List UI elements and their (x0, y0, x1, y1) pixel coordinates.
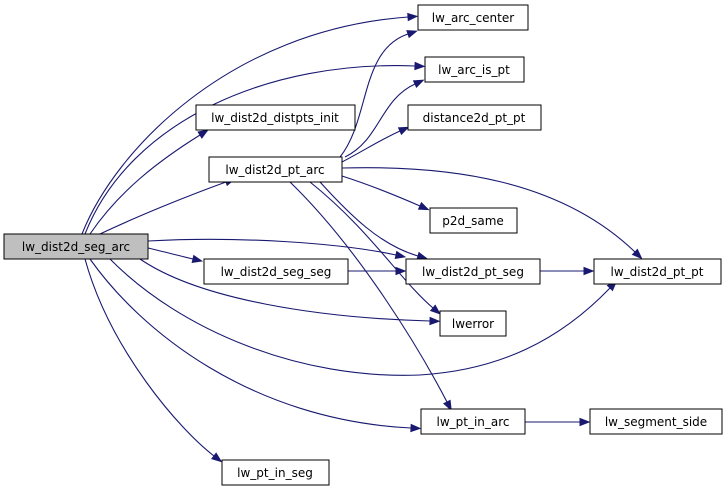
call-graph-nodes: lw_dist2d_seg_arc lw_arc_center lw_arc_i… (3, 4, 723, 486)
edge-seg-seg-to-pt-seg (347, 266, 407, 276)
arrowhead (407, 12, 419, 22)
edge-pt-arc-to-lwerror (309, 181, 441, 315)
edge-pt-seg-to-pt-pt (539, 266, 595, 276)
node-box (417, 4, 529, 31)
arrowhead (410, 423, 422, 433)
node-distance2d-pt-pt[interactable]: distance2d_pt_pt (407, 104, 542, 131)
arrowhead (395, 266, 407, 276)
edge-seg-arc-to-lwerror (139, 258, 441, 326)
edge-seg-arc-to-seg-seg (147, 247, 204, 264)
arrowhead (394, 250, 407, 260)
node-box (593, 258, 722, 285)
arrowhead (191, 254, 204, 264)
arrowhead (631, 248, 643, 260)
edge-pt-arc-to-pt-seg (319, 181, 428, 260)
node-label: lw_segment_side (605, 415, 707, 429)
edge-pt-arc-to-arc-center (339, 30, 418, 158)
arrowhead (414, 61, 426, 71)
arrowhead (429, 316, 441, 326)
node-lw-dist2d-distpts-init[interactable]: lw_dist2d_distpts_init (195, 104, 356, 131)
node-label: lw_dist2d_pt_seg (422, 265, 524, 279)
node-box (221, 459, 330, 486)
arrowhead (197, 129, 209, 139)
edge-seg-arc-to-pt-seg (147, 238, 407, 260)
edge-seg-arc-to-arc-center (81, 12, 419, 235)
arrowhead (397, 126, 410, 136)
node-label: p2d_same (442, 214, 504, 228)
edge-seg-arc-to-pt-in-arc (89, 258, 422, 433)
node-lwerror[interactable]: lwerror (439, 310, 507, 337)
node-lw-arc-center[interactable]: lw_arc_center (417, 4, 529, 31)
node-box (424, 56, 525, 83)
node-lw-dist2d-seg-arc[interactable]: lw_dist2d_seg_arc (3, 233, 149, 260)
node-lw-segment-side[interactable]: lw_segment_side (589, 408, 723, 435)
node-box (439, 310, 507, 337)
arrowhead (412, 79, 425, 89)
edge-seg-arc-to-arc-is-pt (84, 61, 426, 235)
arrowhead (429, 304, 441, 315)
node-lw-pt-in-seg[interactable]: lw_pt_in_seg (221, 459, 330, 486)
node-label: lw_arc_is_pt (438, 63, 510, 77)
node-label: lw_dist2d_seg_seg (221, 265, 332, 279)
node-lw-arc-is-pt[interactable]: lw_arc_is_pt (424, 56, 525, 83)
node-box (405, 258, 541, 285)
edge-seg-arc-to-distpts-init (89, 129, 209, 235)
node-label: lw_dist2d_distpts_init (211, 111, 339, 125)
node-box (195, 104, 356, 131)
arrowhead (406, 30, 418, 39)
node-box (3, 233, 149, 260)
arrowhead (443, 399, 452, 412)
node-label: lw_pt_in_arc (436, 415, 509, 429)
edge-pt-arc-to-pt-pt (341, 167, 643, 260)
node-label: distance2d_pt_pt (423, 111, 526, 125)
arrowhead (417, 201, 430, 211)
arrowhead (211, 452, 223, 463)
call-graph-edges (81, 12, 643, 463)
edge-pt-arc-to-distance2d (341, 126, 410, 163)
edge-seg-arc-to-pt-in-seg (84, 258, 223, 463)
edge-seg-arc-to-pt-arc (99, 178, 236, 235)
node-box (429, 207, 518, 234)
node-lw-dist2d-seg-seg[interactable]: lw_dist2d_seg_seg (203, 258, 349, 285)
node-lw-dist2d-pt-pt[interactable]: lw_dist2d_pt_pt (593, 258, 722, 285)
node-label: lw_pt_in_seg (237, 466, 313, 480)
node-box (208, 156, 343, 183)
node-lw-dist2d-pt-seg[interactable]: lw_dist2d_pt_seg (405, 258, 541, 285)
node-p2d-same[interactable]: p2d_same (429, 207, 518, 234)
node-label: lw_arc_center (432, 11, 514, 25)
edge-pt-arc-to-pt-in-arc (289, 181, 452, 412)
node-box (203, 258, 349, 285)
node-box (420, 408, 526, 435)
node-lw-pt-in-arc[interactable]: lw_pt_in_arc (420, 408, 526, 435)
node-label: lw_dist2d_pt_arc (225, 163, 324, 177)
edge-pt-arc-to-p2d-same (341, 175, 430, 211)
node-box (407, 104, 542, 131)
arrowhead (579, 417, 591, 427)
node-label: lw_dist2d_pt_pt (611, 265, 704, 279)
edge-pt-in-arc-to-segment-side (524, 417, 591, 427)
arrowhead (416, 251, 428, 260)
node-lw-dist2d-pt-arc[interactable]: lw_dist2d_pt_arc (208, 156, 343, 183)
node-label: lw_dist2d_seg_arc (22, 240, 130, 254)
node-box (589, 408, 723, 435)
arrowhead (583, 266, 595, 276)
edge-pt-arc-to-arc-is-pt (344, 79, 425, 158)
node-label: lwerror (452, 317, 494, 331)
